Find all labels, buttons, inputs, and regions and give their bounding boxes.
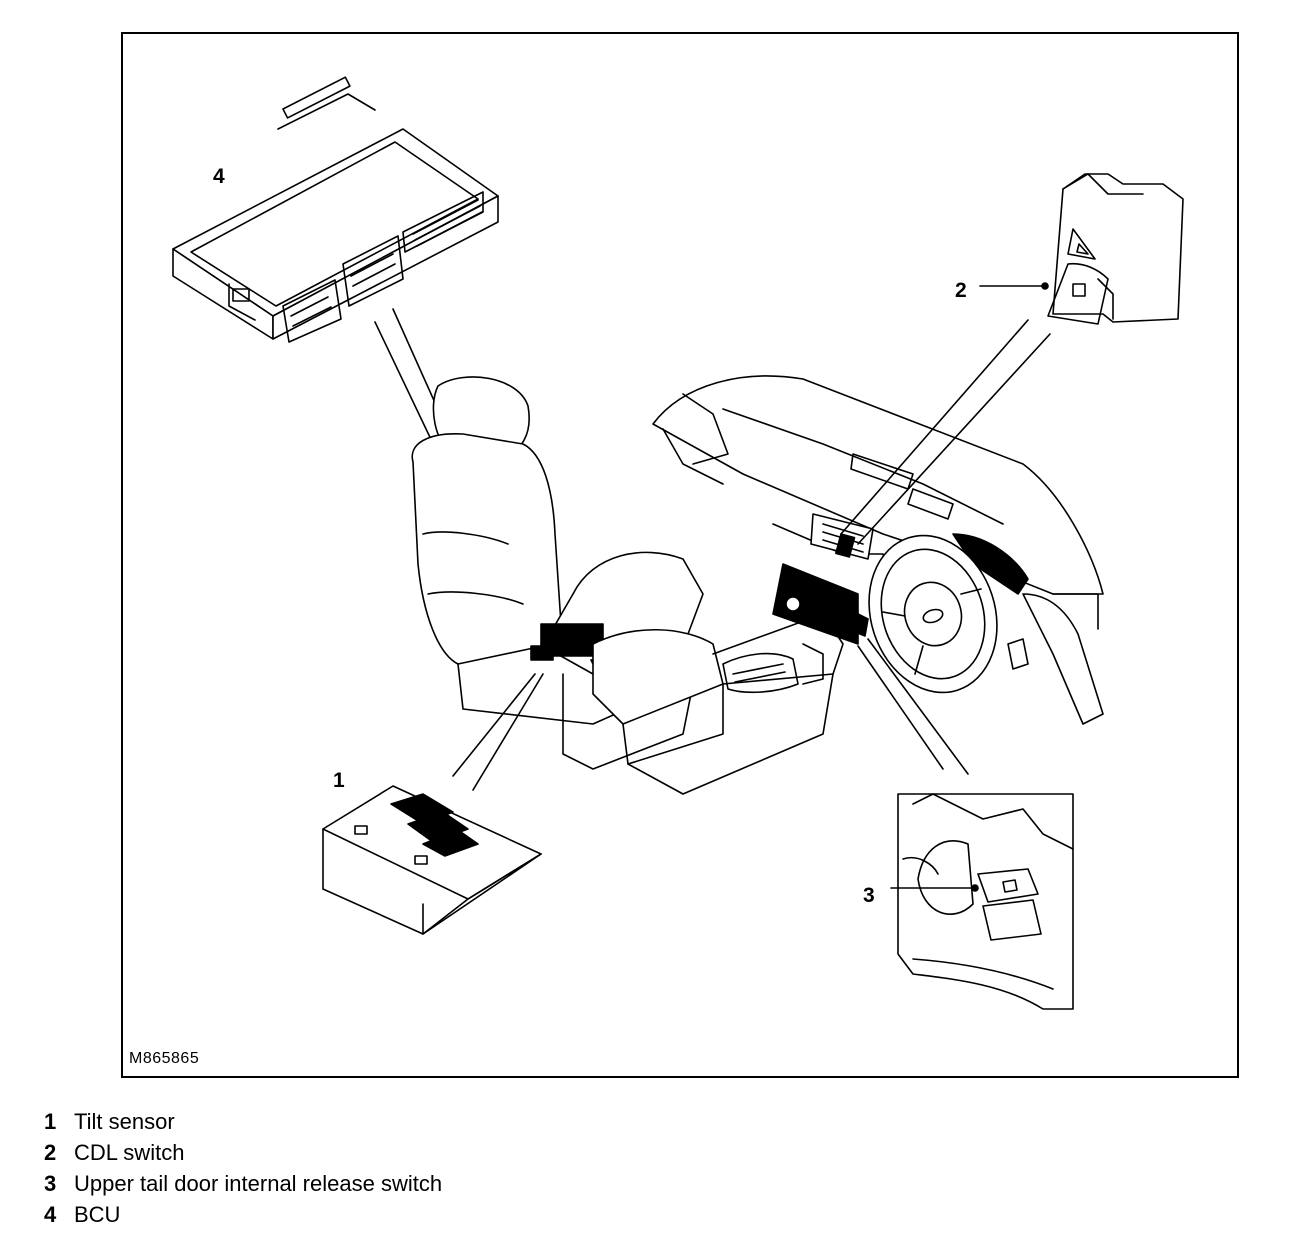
bcu-module-drawing <box>172 76 499 343</box>
legend-number: 1 <box>44 1109 57 1134</box>
callout-label-2: 2 <box>955 279 967 302</box>
legend-number: 3 <box>44 1171 57 1196</box>
cdl-switch-drawing <box>1047 173 1184 325</box>
legend-number: 2 <box>44 1140 57 1165</box>
callout-label-4: 4 <box>213 165 225 188</box>
callout-leaders <box>890 282 1049 892</box>
steering-wheel-drawing <box>868 534 998 694</box>
tail-door-switch-leader-lines <box>857 638 969 775</box>
tilt-sensor-leader-lines <box>452 673 544 791</box>
legend-item: 3 Upper tail door internal release switc… <box>44 1168 442 1199</box>
legend-number: 4 <box>44 1202 57 1227</box>
legend-text: Tilt sensor <box>74 1109 175 1134</box>
callout-label-3: 3 <box>863 884 875 907</box>
legend: 1 Tilt sensor 2 CDL switch 3 Upper tail … <box>44 1106 442 1230</box>
tilt-sensor-drawing <box>322 785 542 935</box>
legend-text: BCU <box>74 1202 121 1227</box>
center-console-drawing <box>592 613 844 795</box>
dashboard-drawing <box>652 375 1104 725</box>
cdl-switch-leader-lines <box>840 319 1051 545</box>
legend-text: CDL switch <box>74 1140 185 1165</box>
figure-code: M865865 <box>129 1050 200 1067</box>
diagram-frame: 4 2 1 3 M865865 <box>121 32 1239 1078</box>
vehicle-interior-illustration <box>172 76 1184 1010</box>
legend-item: 1 Tilt sensor <box>44 1106 442 1137</box>
legend-item: 4 BCU <box>44 1199 442 1230</box>
legend-item: 2 CDL switch <box>44 1137 442 1168</box>
callout-label-1: 1 <box>333 769 345 792</box>
tail-door-switch-drawing <box>897 793 1074 1010</box>
legend-text: Upper tail door internal release switch <box>74 1171 443 1196</box>
